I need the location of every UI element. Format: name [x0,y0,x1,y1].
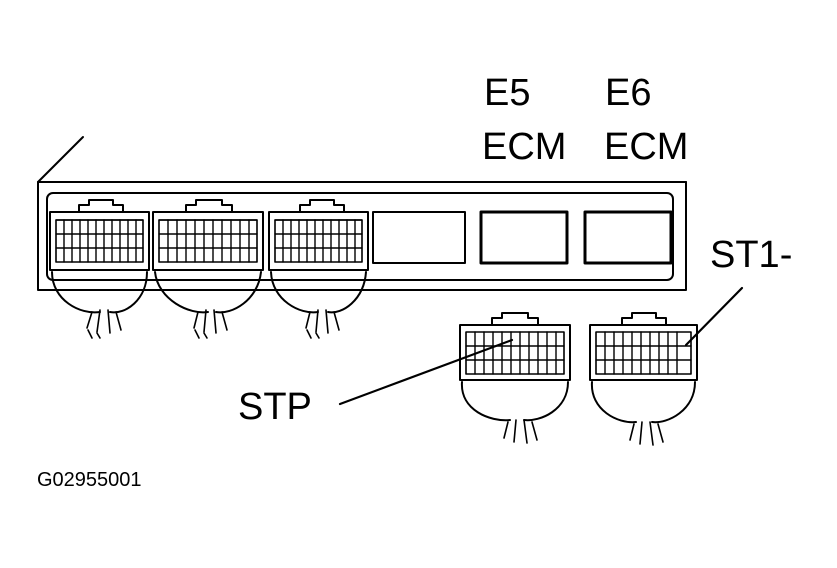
e5-socket [479,210,569,265]
e5-label: E5 [484,72,531,114]
st1-leader-line [684,286,744,347]
harness-1 [51,271,148,339]
harness-2 [154,271,262,339]
fixed-connector-1 [49,199,150,271]
harness-3 [270,271,367,339]
stp-label: STP [238,386,312,428]
stp-leader-line [338,338,514,406]
fixed-connector-3 [268,199,369,271]
loose-connector-e6 [589,312,698,446]
figure-code: G02955001 [37,469,142,491]
loose-connector-e5 [459,312,571,444]
ecm-label-e5: ECM [482,126,567,168]
fixed-connector-2 [152,199,264,271]
e6-socket [583,210,673,265]
ecm-label-e6: ECM [604,126,689,168]
e6-label: E6 [605,72,652,114]
empty-port [372,211,466,264]
st1-label: ST1- [710,234,793,276]
